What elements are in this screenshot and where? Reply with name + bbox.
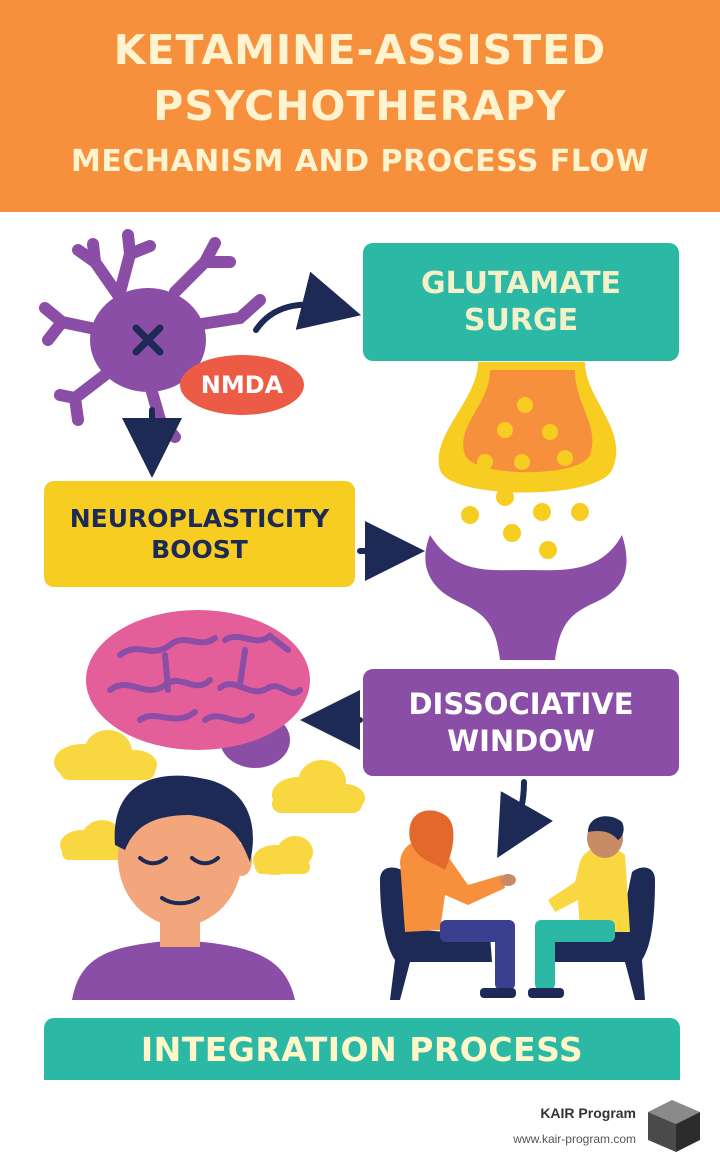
glutamate-line-1: GLUTAMATE <box>420 265 622 301</box>
meditating-person-icon <box>72 775 295 1000</box>
arrow-to-glutamate <box>253 271 362 333</box>
footer-brand: KAIR Program <box>540 1105 636 1121</box>
dissociative-window-box: DISSOCIATIVE WINDOW <box>363 669 679 776</box>
cloud-icons <box>54 730 365 875</box>
nmda-receptor-label: NMDA <box>180 355 304 415</box>
footer-url[interactable]: www.kair-program.com <box>513 1132 636 1146</box>
presynaptic-terminal-icon <box>438 362 617 493</box>
subtitle: MECHANISM AND PROCESS FLOW <box>70 144 650 179</box>
title-line-1: KETAMINE-ASSISTED <box>113 26 607 74</box>
header-banner: KETAMINE-ASSISTED PSYCHOTHERAPY MECHANIS… <box>0 0 720 212</box>
title-line-2: PSYCHOTHERAPY <box>153 82 567 130</box>
glutamate-surge-box: GLUTAMATE SURGE <box>363 243 679 361</box>
postsynaptic-receptor-icon <box>425 535 627 660</box>
dissociative-line-1: DISSOCIATIVE <box>408 687 634 722</box>
logo-cube-icon <box>648 1100 700 1152</box>
neuroplasticity-line-1: NEUROPLASTICITY <box>69 503 330 533</box>
cloud-icon <box>54 730 157 780</box>
cloud-icon <box>272 760 365 813</box>
flow-arrows <box>122 271 553 859</box>
therapy-session-icon <box>380 810 655 1000</box>
neurotransmitter-dots <box>461 488 589 559</box>
neuroplasticity-boost-box: NEUROPLASTICITY BOOST <box>44 481 355 587</box>
arrow-to-therapy <box>497 779 553 859</box>
cloud-icon <box>60 820 124 860</box>
glutamate-line-2: SURGE <box>463 303 579 338</box>
cloud-icon <box>253 836 313 875</box>
neuroplasticity-line-2: BOOST <box>151 535 248 564</box>
dissociative-line-2: WINDOW <box>447 723 595 758</box>
brain-icon <box>86 610 310 768</box>
integration-process-box: INTEGRATION PROCESS <box>44 1018 680 1080</box>
